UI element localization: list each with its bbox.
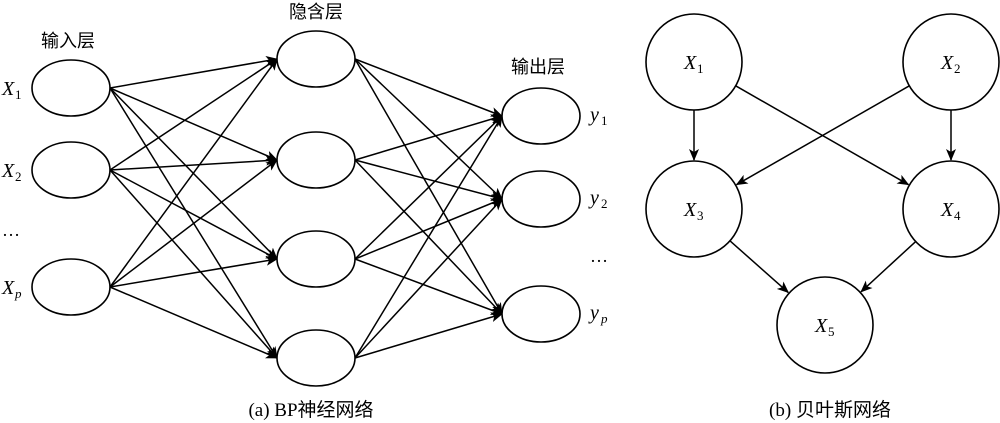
svg-text:1: 1	[15, 87, 22, 102]
bayes-node-label: X	[814, 315, 828, 337]
bp-edge-hidden4-output1	[354, 115, 503, 359]
bayes-node-subscript: 2	[954, 61, 961, 76]
svg-text:p: p	[14, 286, 22, 301]
bp-edge-hidden3-output2	[354, 198, 503, 260]
bp-edge-input2-hidden4	[109, 169, 278, 359]
bayes-node-label: X	[683, 199, 697, 221]
bp-edge-hidden3-output3	[354, 258, 503, 315]
svg-text:y: y	[588, 302, 599, 324]
bayes-node-circle	[902, 13, 1000, 111]
bp-edges	[109, 55, 503, 359]
input-node-1	[31, 59, 111, 117]
input-ellipsis: …	[2, 220, 20, 240]
output-label-y2: y 2	[588, 187, 608, 211]
bp-edge-input3-hidden1	[109, 58, 278, 288]
bp-edge-hidden4-output3	[354, 312, 503, 359]
bayes-node-subscript: 5	[828, 324, 835, 339]
bp-edge-input2-hidden1	[109, 58, 278, 171]
bp-edge-hidden1-output1	[354, 58, 503, 117]
output-label-y1: y 1	[588, 104, 608, 128]
input-layer-label: 输入层	[41, 31, 95, 52]
bp-edge-input3-hidden2	[109, 159, 278, 288]
output-node-2	[501, 170, 581, 228]
bp-edge-input2-hidden3	[109, 169, 278, 260]
bp-nodes	[31, 30, 581, 387]
hidden-node-4	[276, 329, 356, 387]
bp-edge-hidden4-output2	[354, 198, 503, 359]
bp-edge-hidden1-output2	[354, 58, 503, 200]
bp-edge-hidden3-output1	[354, 115, 503, 260]
bayes-edge-x4-x5	[860, 240, 917, 293]
input-label-x1: X 1	[1, 78, 22, 102]
hidden-node-3	[276, 230, 356, 288]
input-label-x2: X 2	[1, 160, 22, 184]
svg-text:X: X	[1, 78, 15, 100]
svg-text:y: y	[588, 104, 599, 126]
input-label-xp: X p	[1, 277, 22, 301]
svg-text:2: 2	[15, 169, 22, 184]
bp-edge-input1-hidden2	[109, 87, 278, 161]
output-node-3	[501, 285, 581, 343]
bp-edge-input3-hidden4	[109, 286, 278, 359]
bayes-node-subscript: 1	[697, 61, 704, 76]
bayes-node-label: X	[940, 199, 954, 221]
bp-edge-input1-hidden1	[109, 55, 278, 89]
svg-text:1: 1	[601, 113, 608, 128]
svg-text:X: X	[1, 160, 15, 182]
bayes-node-label: X	[683, 52, 697, 74]
svg-text:X: X	[1, 277, 15, 299]
bayes-edge-x2-x3	[735, 85, 910, 186]
hidden-node-2	[276, 131, 356, 189]
svg-text:y: y	[588, 187, 599, 209]
output-label-yp: y p	[588, 302, 608, 326]
svg-text:2: 2	[601, 196, 608, 211]
bp-edge-input2-hidden2	[109, 155, 278, 171]
bayes-node-circle	[776, 276, 874, 374]
caption-bayesian-network: (b) 贝叶斯网络	[769, 399, 891, 421]
input-node-3	[31, 258, 111, 316]
bayes-node-label: X	[940, 52, 954, 74]
output-ellipsis: …	[590, 246, 608, 266]
bayes-edge-x3-x5	[729, 240, 790, 294]
bp-edge-hidden2-output2	[354, 159, 503, 202]
input-node-2	[31, 141, 111, 199]
hidden-layer-label: 隐含层	[289, 2, 343, 23]
svg-text:p: p	[600, 311, 608, 326]
bp-edge-input3-hidden3	[109, 255, 278, 288]
output-node-1	[501, 87, 581, 145]
bayes-node-circle	[902, 160, 1000, 258]
bayes-node-subscript: 4	[954, 208, 961, 223]
bayes-node-subscript: 3	[697, 208, 704, 223]
bayes-edges	[689, 85, 956, 294]
bayes-node-circle	[645, 160, 743, 258]
caption-bp-network: (a) BP神经网络	[248, 399, 373, 421]
bp-edge-hidden2-output1	[354, 114, 503, 161]
bayes-node-circle	[645, 13, 743, 111]
hidden-node-1	[276, 30, 356, 88]
output-layer-label: 输出层	[511, 57, 565, 78]
